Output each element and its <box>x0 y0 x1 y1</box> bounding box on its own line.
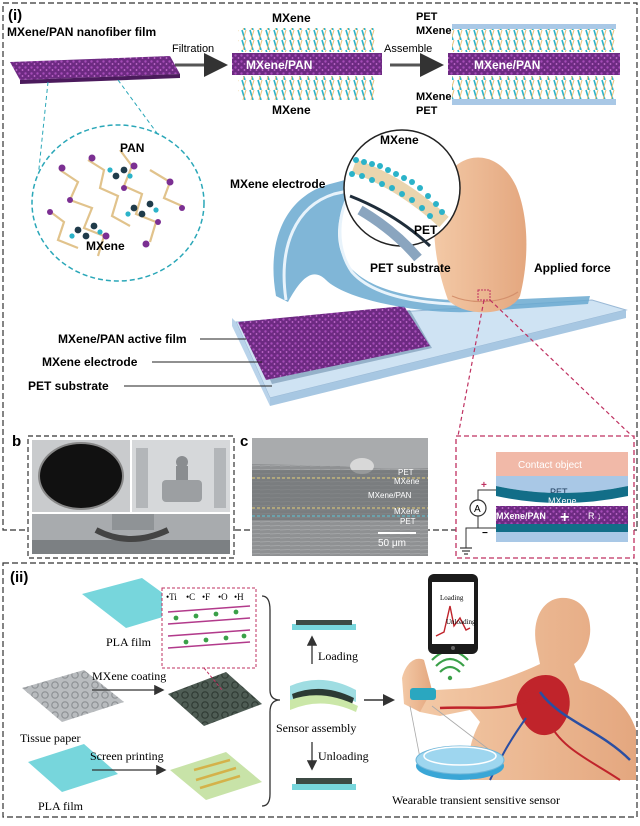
printed-electrode <box>170 752 262 800</box>
stack2-pet-bottom <box>452 99 616 105</box>
stack1-bottom-label: MXene <box>272 103 311 117</box>
loading-label: Loading <box>318 649 358 663</box>
zoom-pan-label: PAN <box>120 141 144 155</box>
chem-o: •O <box>218 592 228 602</box>
panel-c-label: c <box>240 433 248 450</box>
panel-b-label: b <box>12 433 21 450</box>
nanofiber-film <box>10 56 180 80</box>
pla-film-top-label: PLA film <box>106 635 152 649</box>
bracket <box>261 595 281 807</box>
curled-pet-layer <box>273 176 590 313</box>
scale-label: 50 μm <box>378 538 406 549</box>
stack2-pet-bottom-label: PET <box>416 105 438 117</box>
sem-layer-3: MXene <box>394 507 420 516</box>
circuit-mxene-label: MXene <box>548 496 577 506</box>
chem-ti: •Ti <box>166 592 177 602</box>
chem-h: •H <box>234 592 244 602</box>
phone-signal <box>435 605 471 637</box>
wearable-scene: Loading Unloading Wearable transient sen… <box>392 574 636 807</box>
minus-sign: − <box>482 528 488 539</box>
detail-pet <box>357 205 422 262</box>
mxene-electrode-label: MXene electrode <box>42 355 138 369</box>
sensor-device: MXene PET MXene electrode PET substrate … <box>28 129 628 406</box>
contact-label: Contact object <box>518 460 582 471</box>
phone-unloading-label: Unloading <box>446 618 476 626</box>
sensor-assembly-label: Sensor assembly <box>276 721 356 735</box>
zoom-mxene-label: MXene <box>86 239 125 253</box>
assembly-layer-bottom <box>290 695 358 712</box>
ammeter-label: A <box>474 504 481 515</box>
zoom-circle <box>31 124 205 282</box>
panel-b-photos <box>32 440 230 554</box>
phone-screen <box>432 582 474 644</box>
stack1-top-label: MXene <box>272 11 311 25</box>
sem-layer-0: PET <box>398 468 414 477</box>
stack2-pet-top <box>452 24 616 29</box>
pla-film-top <box>82 578 186 628</box>
stack2-mxene-top-label: MXene <box>416 25 451 37</box>
sem-layer-1: MXene <box>394 477 420 486</box>
chem-inset <box>161 587 257 669</box>
stack1-middle-label: MXene/PAN <box>246 58 312 72</box>
panel-ii-label: (ii) <box>10 569 28 586</box>
sem-layer-4: PET <box>400 517 416 526</box>
contact-object <box>496 452 628 476</box>
active-film-label: MXene/PAN active film <box>58 332 186 346</box>
heart-icon <box>516 675 570 736</box>
stack2-mxene-top <box>452 29 616 52</box>
circle-pet-label: PET <box>414 223 438 237</box>
applied-force-label: Applied force <box>534 261 611 275</box>
panel-i-label: (i) <box>8 7 22 24</box>
stack2-pet-top-label: PET <box>416 11 438 23</box>
stack2-middle-label: MXene/PAN <box>474 58 540 72</box>
loaded-sensor <box>292 624 356 630</box>
circuit-mxene-pan-label: MXene/PAN <box>496 511 546 521</box>
mxene-coating-label: MXene coating <box>92 669 166 683</box>
stack-one: MXene MXene/PAN MXene <box>232 11 382 117</box>
stack2-mxene-pan <box>448 53 620 75</box>
circuit-diagram: Contact object PET MXene MXene/PAN + R ↓… <box>460 452 628 555</box>
chem-f: •F <box>202 592 210 602</box>
tissue-paper <box>22 670 124 722</box>
coated-tissue <box>168 672 262 726</box>
circuit-resistance-label: R ↓ <box>588 511 602 521</box>
active-film <box>238 306 430 380</box>
unloaded-sensor <box>292 784 356 790</box>
phone-loading-label: Loading <box>440 594 464 602</box>
unloading-label: Unloading <box>318 749 369 763</box>
stack-two: PET MXene MXene/PAN MXene PET <box>416 11 620 117</box>
wearable-label: Wearable transient sensitive sensor <box>392 793 560 807</box>
filtration-label: Filtration <box>172 43 214 55</box>
chem-legend: •Ti •C •F •O •H <box>166 592 244 602</box>
pet-substrate-label: PET substrate <box>28 379 109 393</box>
pla-film-bottom-label: PLA film <box>38 799 84 813</box>
plus-sign: + <box>481 480 487 491</box>
circuit-pet-label: PET <box>550 487 568 497</box>
ammeter-icon <box>469 499 487 517</box>
film-title: MXene/PAN nanofiber film <box>7 25 156 39</box>
stack2-mxene-bottom <box>452 76 616 99</box>
stack1-mxene-bottom <box>238 76 376 100</box>
screen-printing-label: Screen printing <box>90 749 164 763</box>
chem-c: •C <box>186 592 195 602</box>
assemble-label: Assemble <box>384 43 432 55</box>
mxene-electrode-top-label: MXene electrode <box>230 177 326 191</box>
stack2-mxene-bottom-label: MXene <box>416 91 451 103</box>
fabrication-flow: PLA film •Ti •C •F •O •H Tissue paper MX… <box>20 578 395 813</box>
stack1-mxene-pan <box>232 53 382 75</box>
wrist-sensor <box>410 688 436 700</box>
circle-mxene-label: MXene <box>380 133 419 147</box>
pet-substrate-top-label: PET substrate <box>370 261 451 275</box>
stack1-mxene-top <box>238 28 376 52</box>
sem-layer-2: MXene/PAN <box>368 491 412 500</box>
tissue-paper-label: Tissue paper <box>20 731 81 745</box>
molecular-zoom: PAN MXene <box>31 124 205 282</box>
circuit-cross: + <box>560 509 569 526</box>
pla-film-bottom <box>28 744 118 792</box>
